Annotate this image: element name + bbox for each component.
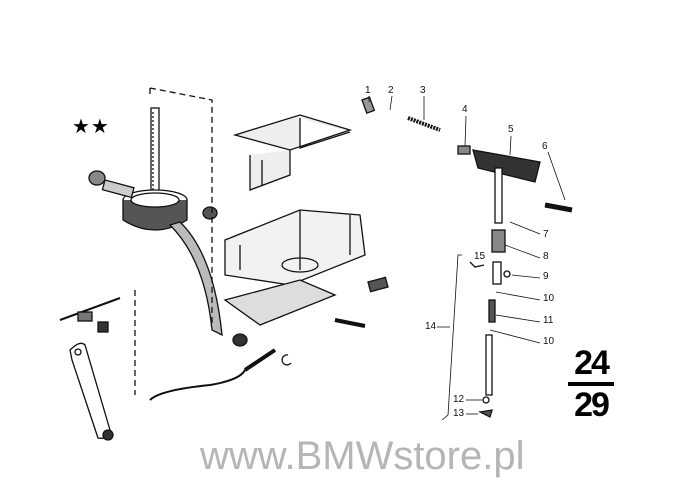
- base-plate: [223, 209, 366, 326]
- callout-10a: 10: [543, 293, 555, 304]
- callout-1: 1: [365, 85, 371, 96]
- callout-8: 8: [543, 251, 549, 262]
- callout-12: 12: [453, 394, 465, 405]
- callout-14: 14: [425, 321, 437, 332]
- callout-10b: 10: [543, 336, 555, 347]
- callout-15: 15: [474, 251, 486, 262]
- leader-lines: [368, 95, 566, 421]
- callout-5: 5: [508, 124, 514, 135]
- group-number-bottom: 29: [574, 386, 610, 424]
- callout-6: 6: [542, 141, 548, 152]
- stars-marker: ★★: [72, 116, 110, 138]
- callout-9: 9: [543, 271, 549, 282]
- callout-2: 2: [388, 85, 394, 96]
- upper-bracket: [232, 114, 353, 191]
- callout-4: 4: [462, 104, 468, 115]
- callout-13: 13: [453, 408, 465, 419]
- watermark: www.BMWstore.pl: [200, 434, 525, 478]
- linkage-lever: [59, 297, 121, 441]
- group-number: 24 29: [568, 345, 614, 423]
- callout-7: 7: [543, 229, 549, 240]
- callout-11: 11: [543, 315, 554, 326]
- shift-lever: [122, 107, 223, 337]
- right-parts: [361, 96, 573, 418]
- bushings: [88, 170, 248, 347]
- group-number-divider: [568, 382, 614, 386]
- callout-3: 3: [420, 85, 426, 96]
- group-number-top: 24: [574, 344, 610, 382]
